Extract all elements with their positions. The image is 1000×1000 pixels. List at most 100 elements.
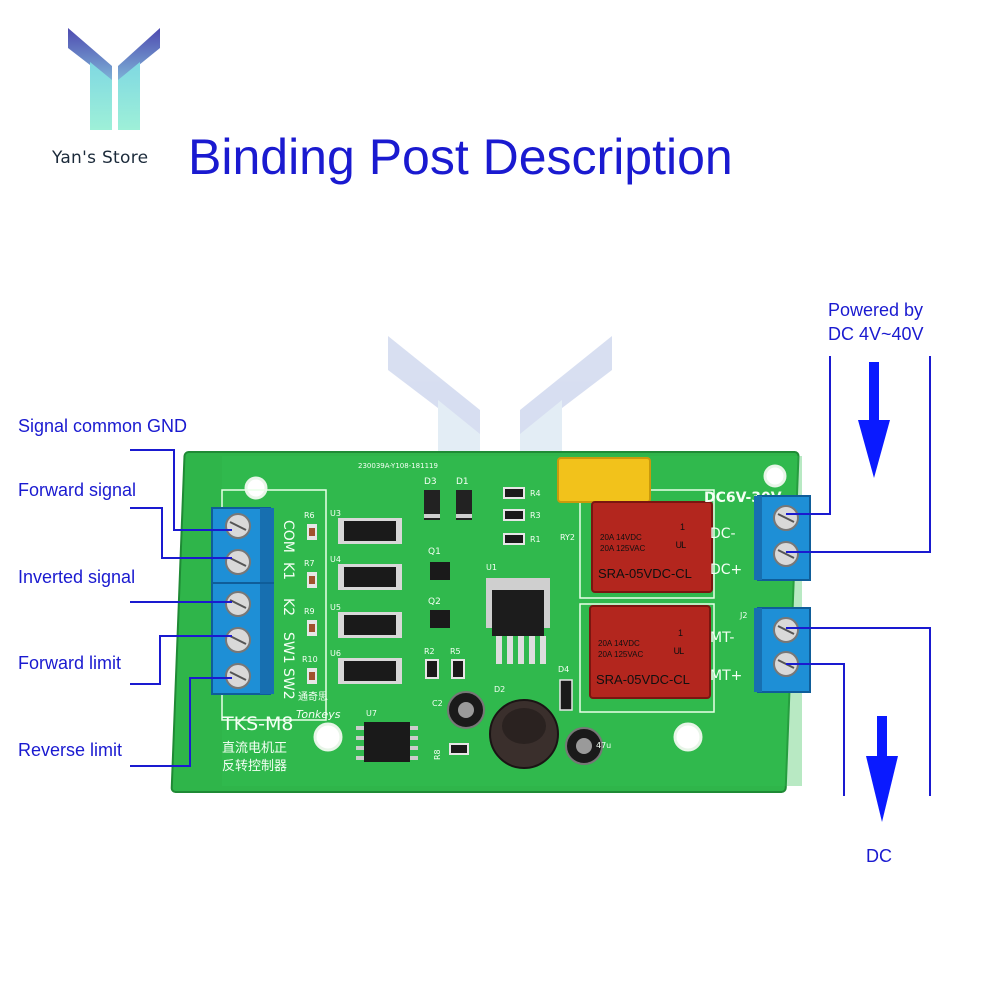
ref-r8: R8: [433, 749, 442, 760]
leader-line-gnd: [130, 449, 232, 531]
terminal-screw: [225, 663, 251, 689]
cap-value-label: 47u: [596, 741, 611, 750]
relay-bottom-model: SRA-05VDC-CL: [596, 672, 690, 687]
ref-r2: R2: [424, 647, 435, 656]
relay-top-rating-2: 20A 125VAC: [600, 544, 645, 553]
relay-top: 20A 14VDC 20A 125VAC SRA-05VDC-CL 1 ᵁᴸ: [591, 501, 713, 593]
electrolytic-capacitor: [447, 691, 485, 729]
optocoupler-chip: [338, 658, 402, 684]
ref-r1: R1: [530, 535, 541, 544]
label-dc-output: DC: [866, 846, 892, 866]
j2-label: J2: [739, 611, 747, 620]
mt-minus-label: MT-: [710, 630, 734, 646]
svg-text:1: 1: [678, 628, 683, 638]
diode: [456, 490, 472, 520]
terminal-screw: [225, 513, 251, 539]
label-forward-limit: Forward limit: [18, 653, 122, 673]
ref-u3: U3: [330, 509, 341, 518]
arrow-down-dc-icon: [866, 716, 898, 822]
transistor: [430, 610, 450, 628]
ref-q1: Q1: [428, 547, 441, 557]
ref-d1: D1: [456, 477, 469, 487]
pin-label-sw1: SW1: [280, 632, 296, 664]
label-reverse-limit: Reverse limit: [18, 740, 123, 760]
label-power-range: DC 4V~40V: [828, 324, 924, 344]
ref-u4: U4: [330, 555, 341, 564]
relay-top-rating-1: 20A 14VDC: [600, 533, 642, 542]
ref-d2: D2: [494, 685, 505, 694]
motor-terminal-block: [754, 607, 811, 693]
mounting-hole: [673, 722, 703, 752]
mounting-hole: [244, 476, 268, 500]
terminal-screw: [773, 617, 799, 643]
pin-label-k1: K1: [280, 562, 296, 580]
smd-resistor: [503, 533, 525, 545]
driver-chip: [356, 722, 418, 762]
ref-u6: U6: [330, 649, 341, 658]
relay-bottom-rating-2: 20A 125VAC: [598, 650, 643, 659]
dc-plus-label: DC+: [710, 562, 742, 578]
pin-label-sw2: SW2: [280, 668, 296, 700]
ref-r10: R10: [302, 655, 318, 664]
leader-line-forward-signal: [130, 507, 232, 559]
leader-line-power-minus: [786, 356, 831, 515]
transistor: [430, 562, 450, 580]
store-name: Yan's Store: [52, 148, 149, 168]
ref-ry2: RY2: [560, 533, 575, 542]
board-chinese-line2: 反转控制器: [222, 759, 287, 774]
board-chinese-line1: 直流电机正: [222, 741, 287, 756]
smd-resistor: [425, 659, 439, 679]
diode: [559, 679, 573, 711]
electrolytic-capacitor: [565, 727, 603, 765]
ref-u7: U7: [366, 709, 377, 718]
terminal-screw: [225, 627, 251, 653]
svg-text:ᵁᴸ: ᵁᴸ: [676, 539, 687, 554]
label-signal-common-gnd: Signal common GND: [18, 416, 188, 436]
ref-c2: C2: [432, 699, 443, 708]
terminal-screw: [225, 591, 251, 617]
svg-text:ᵁᴸ: ᵁᴸ: [674, 645, 685, 660]
smd-resistor: [307, 668, 317, 684]
relay-bottom: 20A 14VDC 20A 125VAC SRA-05VDC-CL 1 ᵁᴸ: [589, 605, 711, 699]
smd-resistor: [307, 620, 317, 636]
mounting-hole: [763, 464, 787, 488]
smd-resistor: [503, 487, 525, 499]
ref-r9: R9: [304, 607, 315, 616]
ref-r5: R5: [450, 647, 461, 656]
ref-d4: D4: [558, 665, 569, 674]
board-brand: Tonkeys: [296, 708, 341, 721]
optocoupler-chip: [338, 564, 402, 590]
smd-resistor: [449, 743, 469, 755]
optocoupler-chip: [338, 518, 402, 544]
ref-r7: R7: [304, 559, 315, 568]
power-inductor: [489, 699, 559, 769]
relay-bottom-rating-1: 20A 14VDC: [598, 639, 640, 648]
leader-lines-right: [786, 356, 931, 796]
label-forward-signal: Forward signal: [18, 480, 137, 500]
dc-minus-label: DC-: [710, 526, 736, 542]
voltage-regulator: [486, 578, 550, 664]
ref-r6: R6: [304, 511, 315, 520]
ref-u5: U5: [330, 603, 341, 612]
smd-resistor: [307, 524, 317, 540]
ref-d3: D3: [424, 477, 437, 487]
ref-r4: R4: [530, 489, 541, 498]
smd-resistor: [503, 509, 525, 521]
leader-line-reverse-limit: [130, 677, 232, 767]
film-capacitor: [557, 457, 651, 503]
pin-label-k2: K2: [280, 598, 296, 616]
ref-u1: U1: [486, 563, 497, 572]
ref-r3: R3: [530, 511, 541, 520]
leader-line-motor-plus: [786, 663, 845, 796]
board-brand-cn: 通奇思: [298, 690, 328, 703]
leader-line-motor-minus: [786, 627, 931, 796]
page-title: Binding Post Description: [188, 129, 733, 185]
leader-line-power-plus: [786, 356, 931, 553]
power-terminal-block: [754, 495, 811, 581]
smd-resistor: [307, 572, 317, 588]
mt-plus-label: MT+: [710, 668, 742, 684]
pin-label-com: COM: [280, 520, 296, 553]
leader-lines-left: [130, 449, 232, 767]
